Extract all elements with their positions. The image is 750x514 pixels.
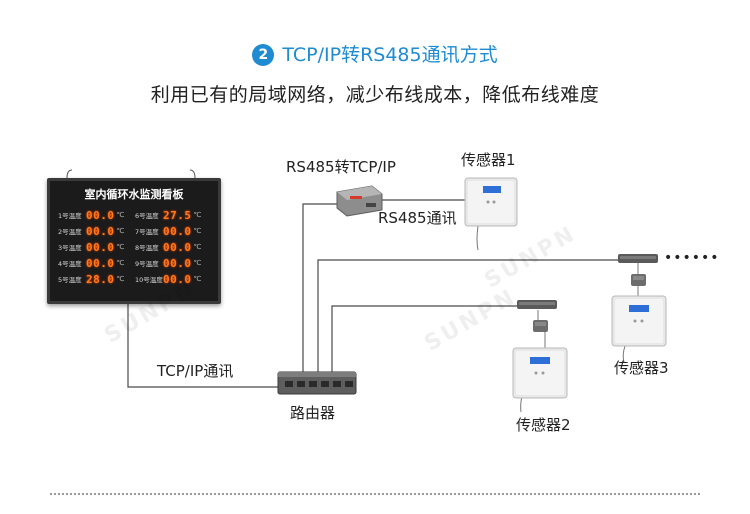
board-value: 00.0: [163, 272, 192, 286]
board-value: 00.0: [86, 256, 115, 270]
board-value: 00.0: [86, 240, 115, 254]
wire-sensor3-cable: [622, 345, 626, 363]
section-title: 2 TCP/IP转RS485通讯方式: [0, 40, 750, 67]
board-value: 00.0: [163, 224, 192, 238]
continuation-dots: ••••••: [664, 250, 720, 266]
board-label: 3号温度: [58, 244, 82, 252]
board-value: 28.0: [86, 272, 115, 286]
tcpip-link-label: TCP/IP通讯: [157, 362, 234, 380]
wire-router-switch3: [317, 259, 618, 372]
step-number-badge: 2: [252, 44, 275, 66]
subtitle: 利用已有的局域网络，减少布线成本，降低布线难度: [150, 84, 600, 106]
title-text: TCP/IP转RS485通讯方式: [282, 44, 498, 66]
router-label: 路由器: [290, 404, 336, 422]
converter-node-2-icon: [533, 320, 548, 332]
converter-label: RS485转TCP/IP: [286, 158, 396, 176]
switch-2-icon: [517, 300, 557, 309]
board-label: 9号温度: [135, 260, 159, 268]
rs485-converter-icon: [336, 185, 383, 217]
converter-node-3-icon: [631, 274, 646, 286]
board-unit: ℃: [193, 211, 202, 219]
switch-3-icon: [618, 254, 658, 263]
board-unit: ℃: [116, 259, 125, 267]
board-unit: ℃: [193, 275, 202, 283]
sensor-3-icon: [611, 295, 667, 347]
wire-router-converter: [302, 203, 337, 372]
sensor2-label: 传感器2: [516, 416, 571, 434]
board-unit: ℃: [193, 259, 202, 267]
router-icon: [277, 371, 357, 395]
board-hanger-icon: [66, 169, 196, 179]
board-unit: ℃: [116, 227, 125, 235]
board-label: 7号温度: [135, 228, 159, 236]
sensor1-label: 传感器1: [461, 151, 516, 169]
board-label: 2号温度: [58, 228, 82, 236]
board-title: 室内循环水监测看板: [84, 188, 184, 201]
board-unit: ℃: [193, 243, 202, 251]
board-label: 1号温度: [58, 212, 82, 220]
sensor-1-icon: [464, 177, 518, 227]
board-value: 00.0: [86, 224, 115, 238]
board-unit: ℃: [116, 211, 125, 219]
board-unit: ℃: [193, 227, 202, 235]
sensor-2-icon: [512, 347, 568, 399]
board-label: 10号温度: [135, 276, 163, 284]
board-label: 8号温度: [135, 244, 159, 252]
wire-sensor1-cable: [476, 225, 479, 251]
board-value: 00.0: [163, 240, 192, 254]
board-label: 6号温度: [135, 212, 159, 220]
board-value: 00.0: [163, 256, 192, 270]
wire-router-switch2: [331, 305, 517, 372]
wire-tcpip: [127, 300, 278, 388]
rs485-link-label: RS485通讯: [378, 209, 457, 227]
board-unit: ℃: [116, 275, 125, 283]
board-value: 27.5: [163, 208, 192, 222]
board-unit: ℃: [116, 243, 125, 251]
board-label: 5号温度: [58, 276, 82, 284]
board-value: 00.0: [86, 208, 115, 222]
sensor3-label: 传感器3: [614, 359, 669, 377]
board-label: 4号温度: [58, 260, 82, 268]
bottom-divider: [50, 493, 700, 495]
